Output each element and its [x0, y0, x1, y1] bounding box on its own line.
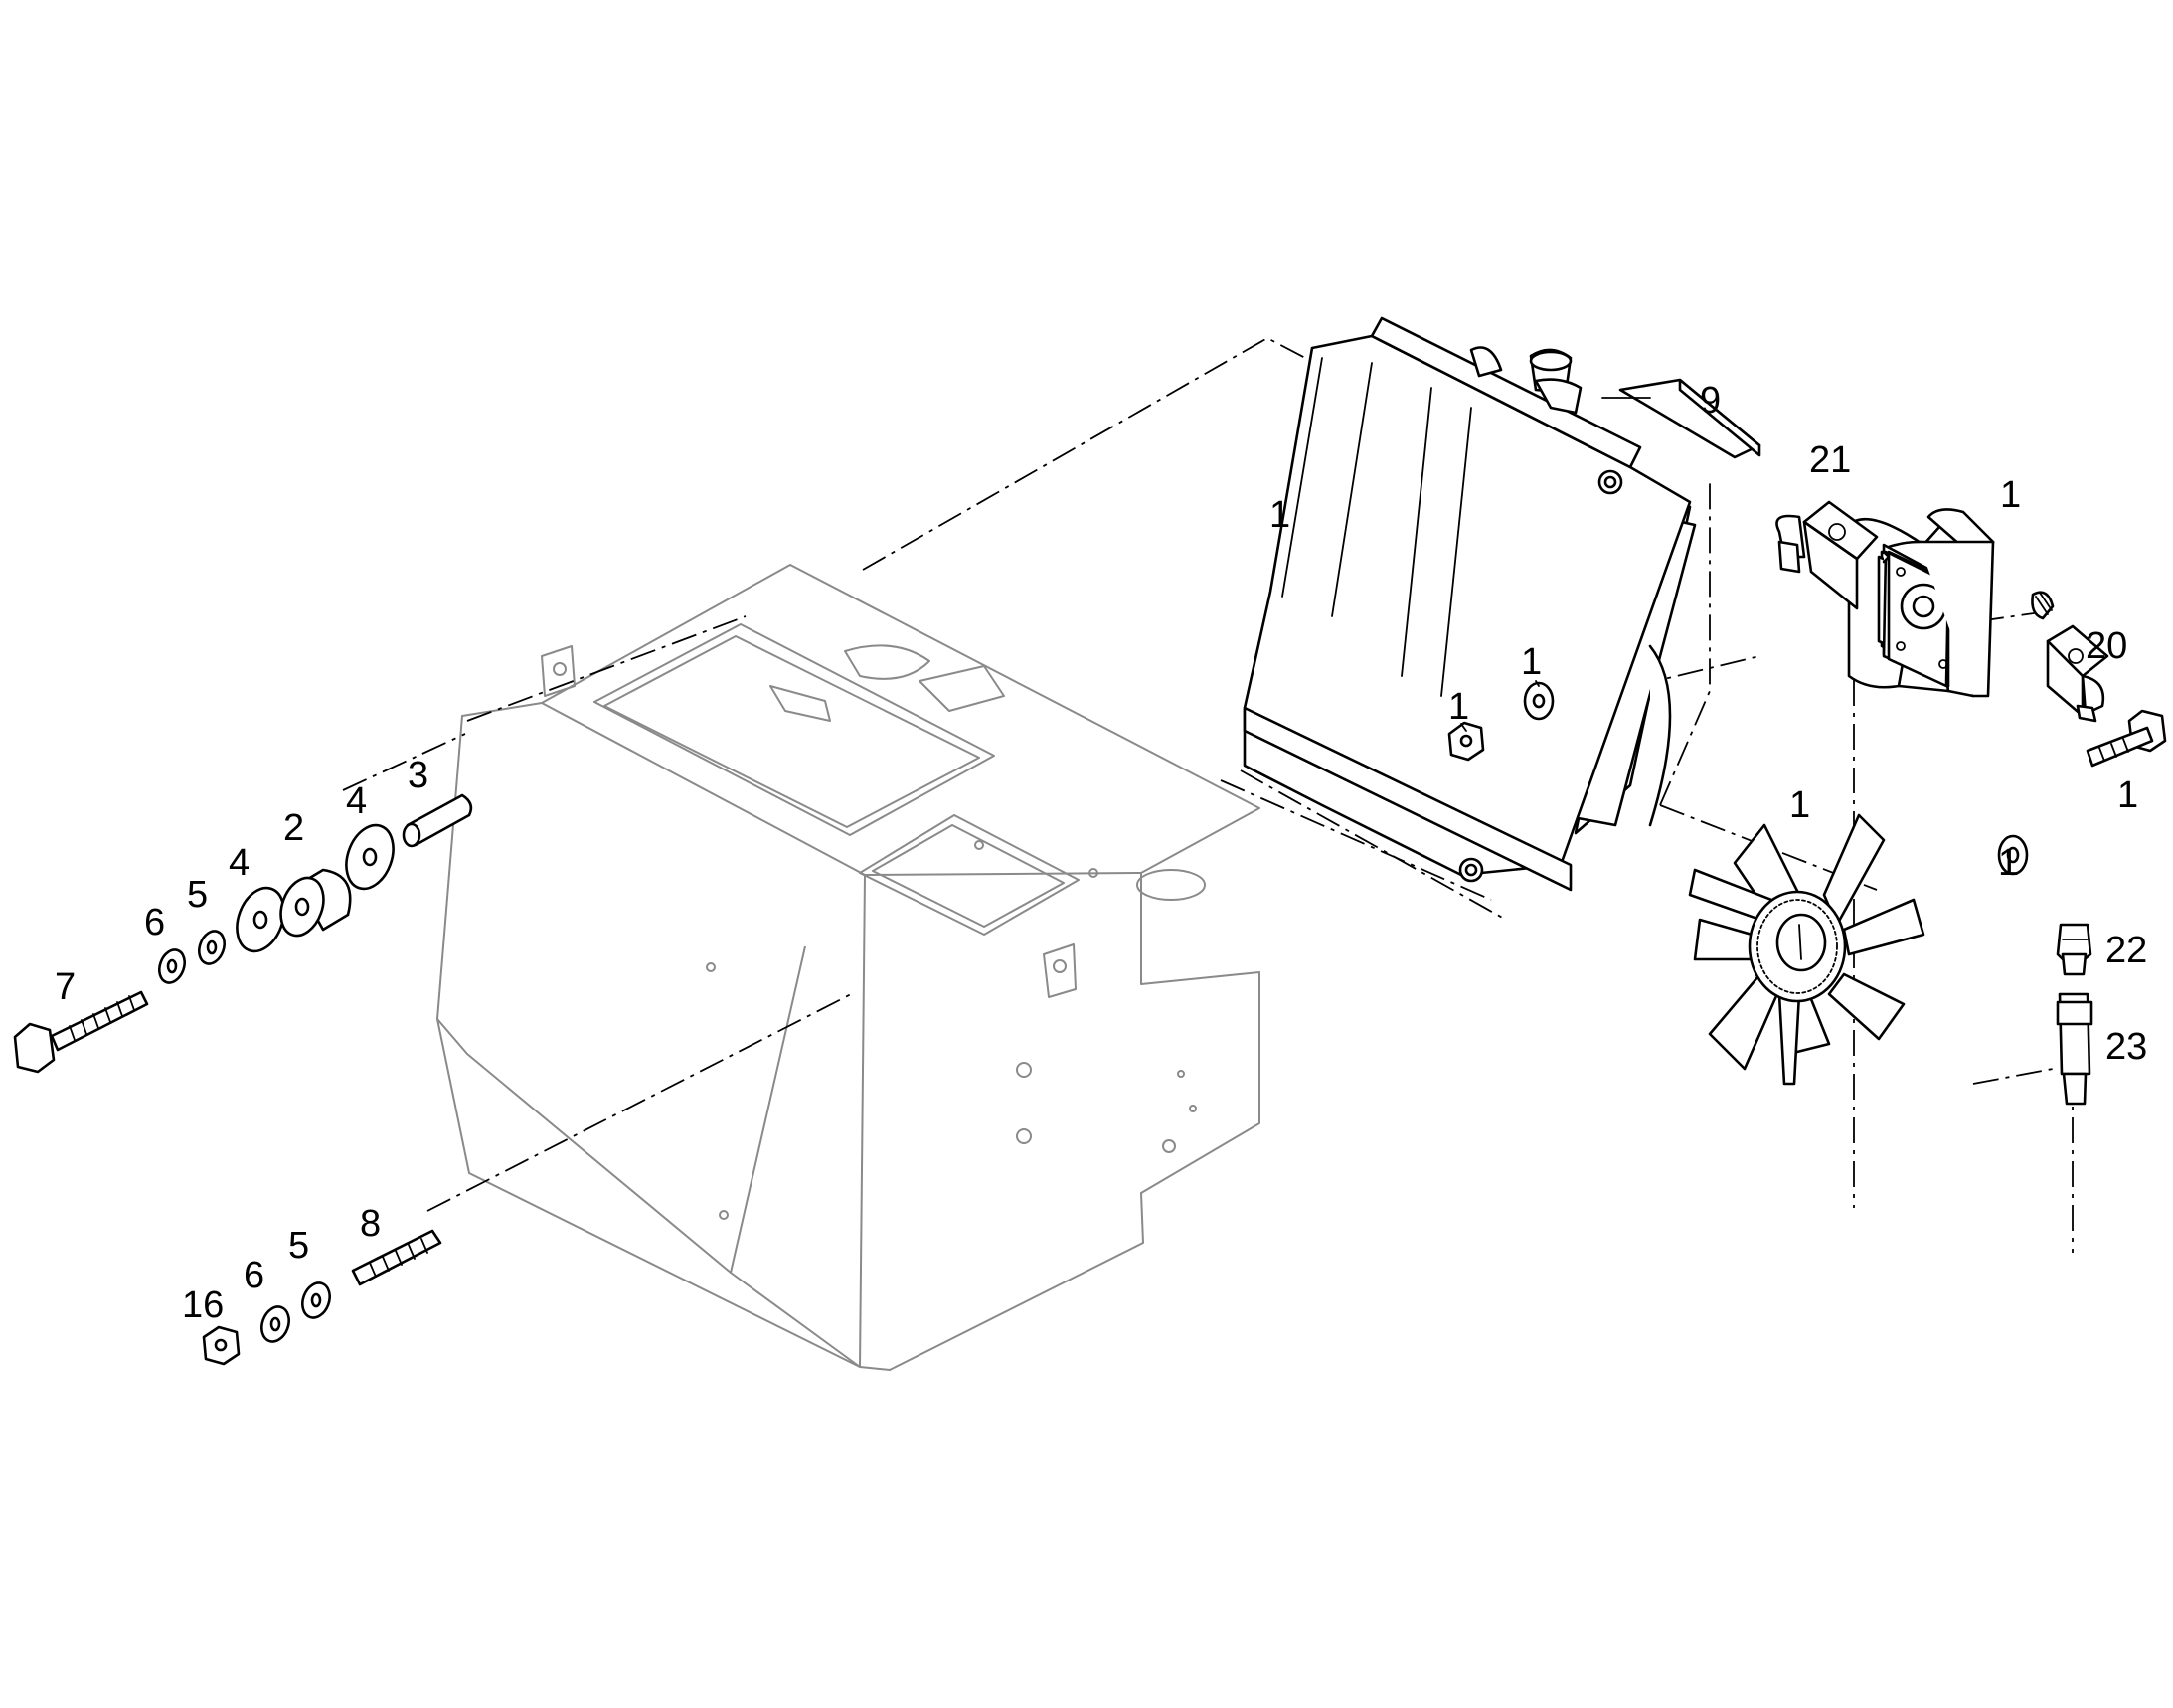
callout-pump: 1 — [2000, 474, 2021, 516]
mount-rubber — [279, 868, 352, 938]
fitting — [2056, 923, 2092, 976]
callout-fan: 1 — [1789, 784, 1810, 826]
callout-flange-lower: 20 — [2086, 625, 2127, 667]
callout-left-washer-6: 6 — [144, 902, 165, 943]
callout-left-washer-5: 5 — [187, 874, 208, 916]
callout-radiator-washer: 1 — [1521, 641, 1542, 683]
callout-lower-washer-6: 6 — [244, 1255, 264, 1296]
left-washer-6 — [158, 948, 186, 984]
callout-shroud-plate: 9 — [1700, 380, 1721, 422]
callout-valve: 23 — [2105, 1026, 2147, 1068]
callout-radiator: 1 — [1269, 494, 1290, 536]
cooling-fan — [1688, 813, 1925, 1086]
left-disc-4b — [345, 823, 395, 891]
callout-left-disc-4b: 4 — [346, 780, 367, 822]
flange-lower — [2046, 624, 2109, 723]
callout-lower-nut: 16 — [182, 1284, 224, 1326]
shroud-plate — [1618, 378, 1761, 459]
left-disc-4a — [236, 886, 285, 953]
callout-fitting: 22 — [2105, 930, 2147, 971]
callout-labels: 7 6 5 4 2 4 3 16 6 5 8 1 1 1 9 1 21 20 1… — [55, 380, 2147, 1326]
fan-shroud — [1648, 644, 1672, 827]
radiator — [1243, 316, 1697, 892]
callout-left-disc-4a: 4 — [229, 842, 250, 884]
pump-washer — [1997, 834, 2029, 876]
callout-stud: 8 — [360, 1203, 381, 1245]
callout-flange-upper: 21 — [1809, 439, 1851, 481]
callout-pump-washer: 1 — [1998, 842, 2019, 884]
callout-mount-rubber: 2 — [283, 807, 304, 849]
sleeve — [402, 793, 473, 848]
flange-upper — [1775, 500, 1879, 610]
radiator-nut — [1447, 721, 1485, 762]
left-washer-5 — [198, 930, 226, 965]
valve — [2056, 992, 2093, 1106]
callout-pump-bolt: 1 — [2117, 774, 2138, 816]
label-leaders — [1460, 397, 1651, 732]
callout-radiator-nut: 1 — [1448, 686, 1469, 728]
callout-frame-bolt: 7 — [55, 966, 76, 1008]
hydraulic-pump — [1847, 508, 2055, 698]
frame-bolt — [13, 990, 149, 1074]
callout-sleeve: 3 — [408, 755, 428, 796]
pump-bolt — [2086, 709, 2167, 768]
radiator-washer — [1523, 681, 1555, 721]
lower-nut — [202, 1325, 241, 1366]
stud — [351, 1229, 442, 1286]
lower-washer-5 — [301, 1281, 331, 1319]
lower-washer-6 — [260, 1305, 290, 1343]
machine-frame — [436, 564, 1260, 1371]
callout-lower-washer-5: 5 — [288, 1225, 309, 1267]
